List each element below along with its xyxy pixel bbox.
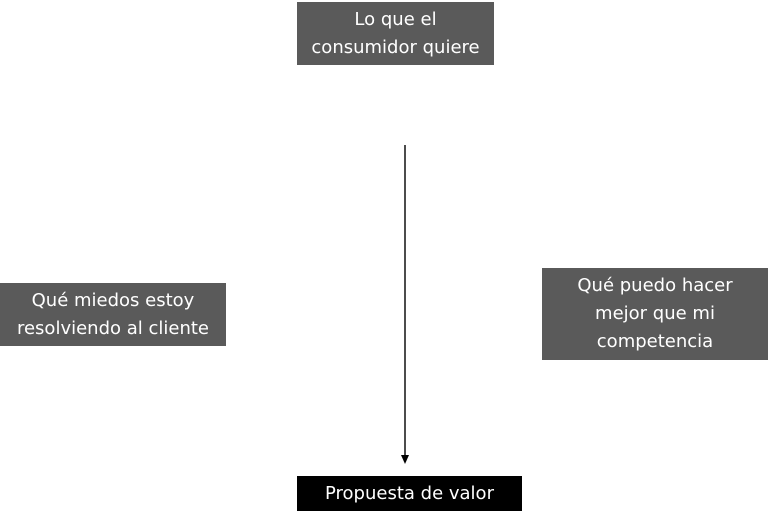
arrow-head — [401, 455, 409, 464]
node-value-proposition: Propuesta de valor — [297, 476, 522, 511]
node-customer-fears-label: Qué miedos estoy resolviendo al cliente — [16, 289, 210, 339]
node-consumer-wants-label: Lo que el consumidor quiere — [311, 8, 480, 58]
node-customer-fears: Qué miedos estoy resolviendo al cliente — [0, 283, 226, 346]
node-better-than-competition: Qué puedo hacer mejor que mi competencia — [542, 268, 768, 360]
node-better-than-competition-label: Qué puedo hacer mejor que mi competencia — [577, 275, 733, 352]
node-consumer-wants: Lo que el consumidor quiere — [297, 2, 494, 65]
node-value-proposition-label: Propuesta de valor — [325, 482, 494, 504]
